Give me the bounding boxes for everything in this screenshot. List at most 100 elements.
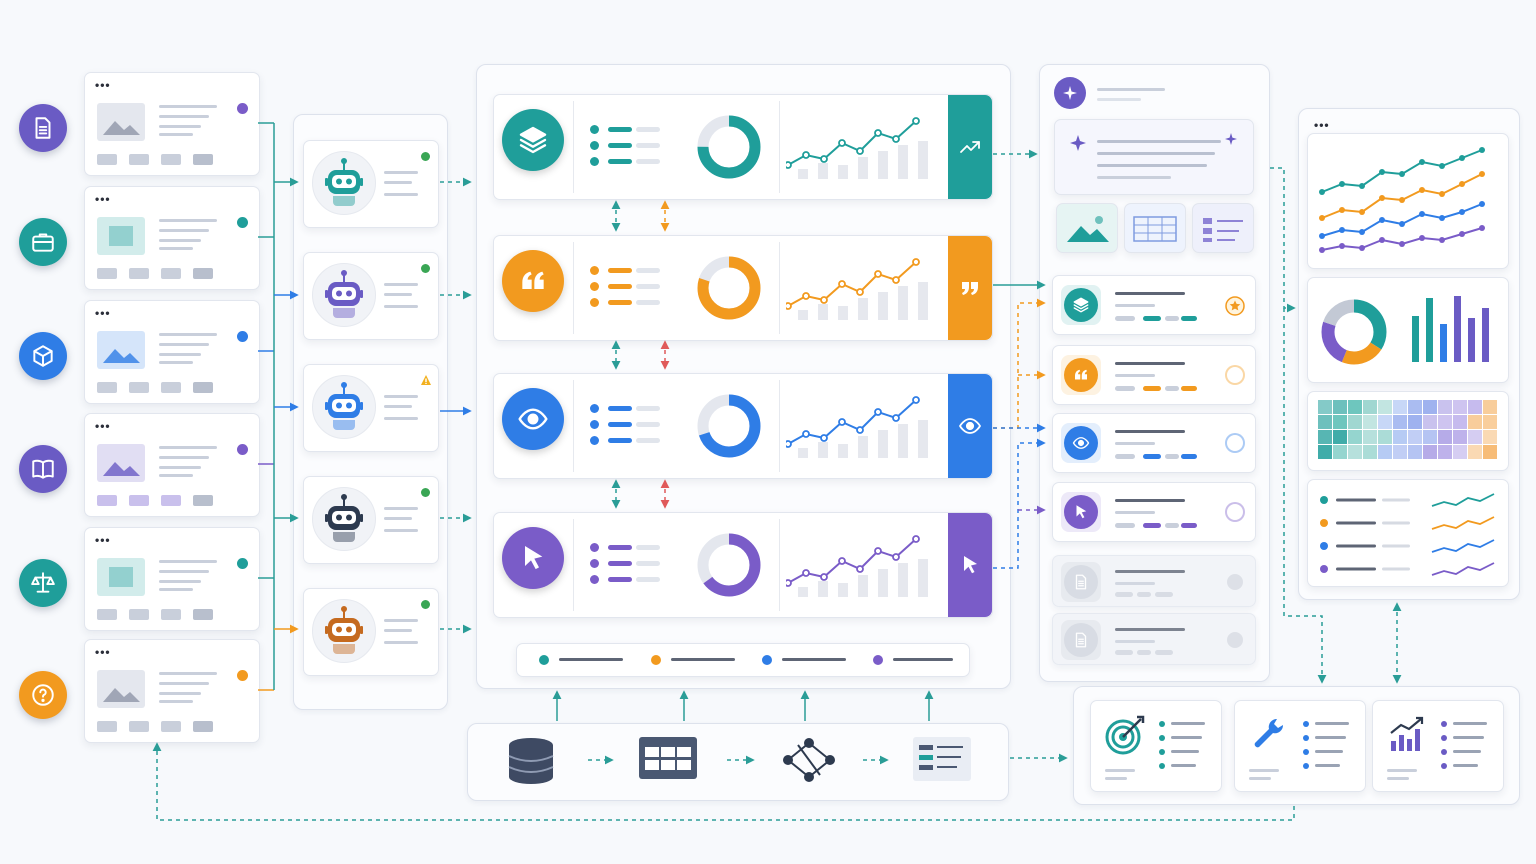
table-grid-icon[interactable] xyxy=(637,735,699,787)
heat-cell xyxy=(1333,400,1347,414)
series-point xyxy=(1319,247,1325,253)
result-pill xyxy=(1115,523,1135,528)
database-icon[interactable] xyxy=(505,735,567,787)
series-point xyxy=(1379,195,1385,201)
result-sub-line xyxy=(1115,442,1155,445)
pipeline-row[interactable] xyxy=(493,373,993,479)
bullet-bar xyxy=(608,268,632,273)
text-line xyxy=(1315,736,1346,739)
agent-card[interactable] xyxy=(303,140,439,228)
bullet-bar xyxy=(636,438,660,443)
result-item[interactable] xyxy=(1052,413,1256,473)
pipeline-row[interactable] xyxy=(493,235,993,341)
series-point xyxy=(1339,227,1345,233)
heat-cell xyxy=(1363,445,1377,459)
bullet-dot xyxy=(590,436,599,445)
star-icon[interactable] xyxy=(1225,296,1245,316)
menu-dots-icon[interactable]: ••• xyxy=(95,78,111,92)
document-icon[interactable] xyxy=(19,104,67,152)
text-line xyxy=(1453,722,1487,725)
layers-icon xyxy=(502,109,564,171)
source-card[interactable]: ••• xyxy=(84,413,260,517)
source-card[interactable]: ••• xyxy=(84,300,260,404)
series-point xyxy=(1399,197,1405,203)
agent-card[interactable] xyxy=(303,252,439,340)
bar-chart-up-icon xyxy=(1385,713,1429,757)
scales-icon[interactable] xyxy=(19,559,67,607)
series-point xyxy=(1339,181,1345,187)
heat-cell xyxy=(1483,400,1497,414)
result-item[interactable] xyxy=(1052,482,1256,542)
heat-cell xyxy=(1393,430,1407,444)
result-item[interactable] xyxy=(1052,555,1256,607)
source-card[interactable]: ••• xyxy=(84,527,260,631)
result-item[interactable] xyxy=(1052,613,1256,665)
briefcase-icon[interactable] xyxy=(19,218,67,266)
select-ring[interactable] xyxy=(1225,502,1245,522)
bullet-bar xyxy=(608,545,632,550)
heat-cell xyxy=(1423,445,1437,459)
source-card[interactable]: ••• xyxy=(84,186,260,290)
robot-icon xyxy=(312,375,376,439)
heat-cell xyxy=(1483,415,1497,429)
text-line xyxy=(1453,736,1484,739)
bullet-bar xyxy=(608,438,632,443)
output-tab[interactable] xyxy=(948,95,992,199)
agent-card[interactable] xyxy=(303,588,439,676)
cube-icon[interactable] xyxy=(19,332,67,380)
output-tab[interactable] xyxy=(948,374,992,478)
heat-cell xyxy=(1468,430,1482,444)
series-point xyxy=(1399,171,1405,177)
menu-dots-icon[interactable]: ••• xyxy=(95,533,111,547)
result-item[interactable] xyxy=(1052,275,1256,335)
menu-dots-icon[interactable]: ••• xyxy=(95,306,111,320)
bar xyxy=(798,169,808,179)
action-card[interactable] xyxy=(1234,700,1366,792)
agent-card[interactable] xyxy=(303,364,439,452)
pipeline-row[interactable] xyxy=(493,512,993,618)
quote-open-icon xyxy=(502,250,564,312)
bullet-dot xyxy=(590,404,599,413)
form-list-icon[interactable] xyxy=(911,735,973,787)
menu-dots-icon[interactable]: ••• xyxy=(95,645,111,659)
donut-arc xyxy=(697,115,761,179)
result-sub-line xyxy=(1115,304,1155,307)
bullet-dot xyxy=(1159,735,1165,741)
action-card[interactable] xyxy=(1090,700,1222,792)
result-title-line xyxy=(1115,628,1185,631)
select-ring[interactable] xyxy=(1225,365,1245,385)
select-ring[interactable] xyxy=(1225,433,1245,453)
trend-point xyxy=(874,129,882,137)
bullet-bar xyxy=(608,143,632,148)
bullet-dot xyxy=(1159,763,1165,769)
document-icon xyxy=(1061,562,1101,602)
network-icon[interactable] xyxy=(778,735,840,787)
menu-dots-icon[interactable]: ••• xyxy=(1314,118,1330,132)
robot-icon xyxy=(312,263,376,327)
legend-dot-teal xyxy=(539,655,549,665)
result-pill xyxy=(1115,316,1135,321)
source-card[interactable]: ••• xyxy=(84,639,260,743)
disabled-dot xyxy=(1227,632,1243,648)
pipeline-row[interactable] xyxy=(493,94,993,200)
heat-cell xyxy=(1423,400,1437,414)
series-point xyxy=(1359,229,1365,235)
source-card[interactable]: ••• xyxy=(84,72,260,176)
summary-line xyxy=(1097,176,1171,179)
question-icon[interactable] xyxy=(19,671,67,719)
menu-dots-icon[interactable]: ••• xyxy=(95,192,111,206)
legend-dot xyxy=(1320,519,1328,527)
result-item[interactable] xyxy=(1052,345,1256,405)
action-card[interactable] xyxy=(1372,700,1504,792)
bar xyxy=(918,420,928,458)
text-line xyxy=(159,570,209,573)
output-tab[interactable] xyxy=(948,236,992,340)
image-placeholder-icon xyxy=(97,331,145,369)
menu-dots-icon[interactable]: ••• xyxy=(95,419,111,433)
status-dot xyxy=(237,217,248,228)
output-tab[interactable] xyxy=(948,513,992,617)
agent-card[interactable] xyxy=(303,476,439,564)
book-icon[interactable] xyxy=(19,445,67,493)
status-dot xyxy=(421,264,430,273)
bar xyxy=(878,151,888,179)
